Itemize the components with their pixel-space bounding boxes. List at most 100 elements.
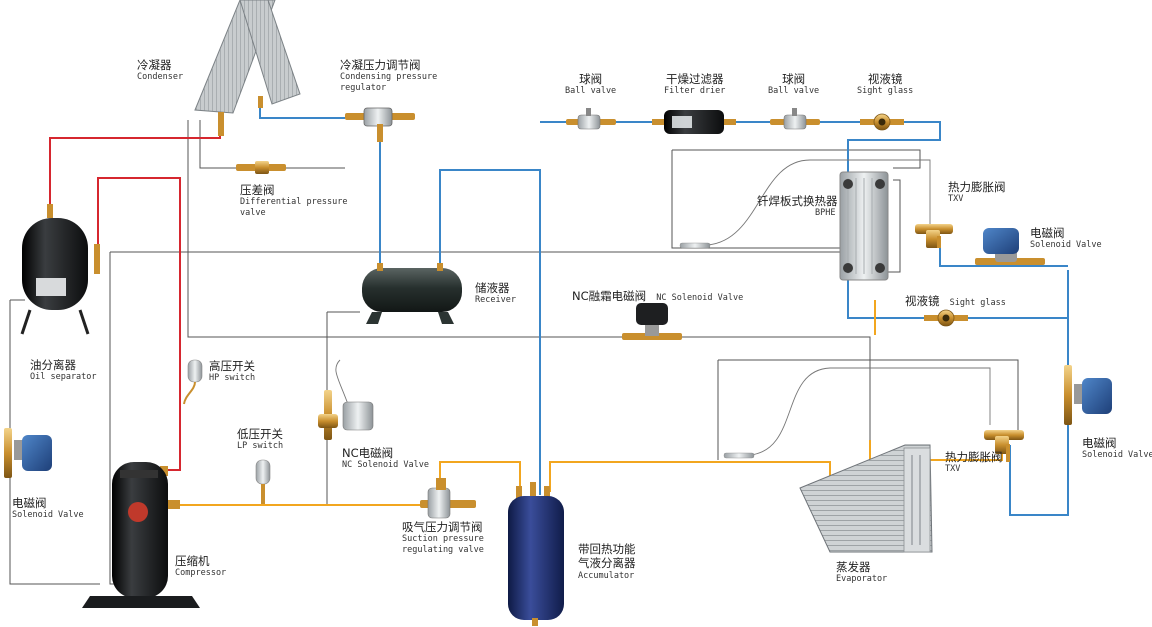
evaporator [799, 444, 933, 553]
bphe-label-en: BPHE [815, 208, 836, 219]
ball-valve-1-label: 球阀 Ball valve [565, 72, 616, 97]
suction-regulator-label-cn: 吸气压力调节阀 [402, 520, 483, 534]
compressor [82, 462, 200, 608]
brazed-plate-heat-exchanger [839, 171, 889, 281]
accumulator [508, 482, 564, 626]
sight-glass-2-label: 视液镜 Sight glass [905, 290, 1006, 310]
accumulator-label-cn2: 气液分离器 [578, 556, 636, 571]
receiver-label-cn: 储液器 [475, 281, 510, 295]
solenoid-valve-left [4, 428, 52, 478]
condensing-regulator-label: 冷凝压力调节阀 Condensing pressure regulator [340, 58, 437, 94]
receiver-label: 储液器 Receiver [475, 281, 516, 306]
compressor-label: 压缩机 Compressor [175, 554, 226, 579]
ball-valve-1 [566, 108, 616, 130]
condensing-pressure-regulator [345, 107, 415, 142]
ball-valve-2-label: 球阀 Ball valve [768, 72, 819, 97]
bphe-label: 钎焊板式换热器 BPHE [757, 194, 838, 219]
differential-valve-label-en1: Differential pressure [240, 197, 348, 208]
nc-defrost-label-en: NC Solenoid Valve [656, 293, 744, 303]
lp-switch-label-cn: 低压开关 [237, 427, 283, 441]
txv-2-label: 热力膨胀阀 TXV [945, 450, 1003, 475]
txv-1-label: 热力膨胀阀 TXV [948, 180, 1006, 205]
evaporator-label-en: Evaporator [836, 574, 888, 585]
ball-valve-1-label-cn: 球阀 [579, 72, 603, 86]
suction-regulator-label-en1: Suction pressure [402, 534, 484, 545]
lp-switch [255, 459, 271, 504]
evaporator-label-cn: 蒸发器 [836, 560, 871, 574]
hp-switch [183, 359, 203, 405]
accumulator-label: 带回热功能 气液分离器 Accumulator [578, 542, 636, 581]
lp-switch-label-en: LP switch [237, 441, 284, 452]
accumulator-label-cn1: 带回热功能 [578, 542, 636, 556]
sight-glass-1 [860, 113, 904, 131]
condenser-label-cn: 冷凝器 [137, 58, 172, 72]
sight-glass-2-label-cn: 视液镜 [905, 294, 940, 308]
sight-glass-1-label: 视液镜 Sight glass [857, 72, 913, 97]
hp-switch-label-cn: 高压开关 [209, 359, 255, 373]
solenoid-right-label: 电磁阀 Solenoid Valve [1082, 436, 1152, 461]
txv-2-label-cn: 热力膨胀阀 [945, 450, 1003, 464]
ball-valve-2-label-en: Ball valve [768, 86, 820, 97]
sight-glass-1-label-cn: 视液镜 [867, 72, 903, 86]
sight-glass-2-label-en: Sight glass [949, 298, 1006, 308]
oil-separator-label: 油分离器 Oil separator [30, 358, 97, 383]
txv-1 [915, 224, 953, 248]
receiver-label-en: Receiver [475, 295, 516, 306]
condensing-regulator-label-en2: regulator [340, 83, 387, 93]
nc-solenoid-label: NC电磁阀 NC Solenoid Valve [342, 446, 429, 471]
differential-pressure-valve [236, 161, 286, 174]
solenoid-valve-1 [975, 228, 1045, 265]
solenoid-1-label-en: Solenoid Valve [1030, 240, 1102, 251]
differential-valve-label-en2: valve [240, 208, 266, 218]
receiver [362, 263, 462, 324]
txv-2 [984, 430, 1024, 462]
txv-1-label-en: TXV [948, 194, 964, 205]
nc-defrost-solenoid-valve [622, 303, 682, 340]
oil-separator-label-en: Oil separator [30, 372, 97, 383]
differential-valve-label-cn: 压差阀 [240, 183, 275, 197]
hp-switch-label-en: HP switch [209, 373, 256, 384]
filter-drier-label-en: Filter drier [664, 86, 726, 97]
nc-solenoid-label-cn: NC电磁阀 [342, 446, 394, 460]
suction-regulator-label: 吸气压力调节阀 Suction pressure regulating valv… [402, 520, 484, 556]
bphe-label-cn: 钎焊板式换热器 [757, 194, 838, 208]
condensing-regulator-label-en1: Condensing pressure [340, 72, 438, 83]
nc-solenoid-valve [318, 390, 374, 440]
solenoid-right-label-cn: 电磁阀 [1082, 436, 1117, 450]
txv-1-label-cn: 热力膨胀阀 [948, 180, 1006, 194]
oil-separator [20, 204, 100, 335]
filter-drier-label-cn: 干燥过滤器 [665, 72, 724, 86]
solenoid-1-label: 电磁阀 Solenoid Valve [1030, 226, 1102, 251]
lp-switch-label: 低压开关 LP switch [237, 427, 283, 452]
sight-glass-1-label-en: Sight glass [857, 86, 914, 97]
solenoid-left-label-en: Solenoid Valve [12, 510, 84, 521]
oil-separator-label-cn: 油分离器 [30, 358, 76, 372]
solenoid-valve-right [1064, 365, 1112, 425]
condenser [194, 0, 301, 136]
filter-drier-label: 干燥过滤器 Filter drier [664, 72, 725, 97]
differential-valve-label: 压差阀 Differential pressure valve [240, 183, 347, 219]
condenser-label: 冷凝器 Condenser [137, 58, 183, 83]
nc-solenoid-label-en: NC Solenoid Valve [342, 460, 429, 471]
hp-switch-label: 高压开关 HP switch [209, 359, 255, 384]
txv-2-label-en: TXV [945, 464, 961, 475]
sight-glass-2 [924, 309, 968, 327]
condenser-label-en: Condenser [137, 72, 184, 83]
suction-pressure-regulating-valve [420, 478, 476, 519]
compressor-label-en: Compressor [175, 568, 227, 579]
solenoid-left-label-cn: 电磁阀 [12, 496, 47, 510]
ball-valve-1-label-en: Ball valve [565, 86, 617, 97]
nc-defrost-label-cn: NC融霜电磁阀 [572, 289, 647, 303]
condensing-regulator-label-cn: 冷凝压力调节阀 [340, 58, 421, 72]
accumulator-label-en: Accumulator [578, 570, 635, 581]
compressor-label-cn: 压缩机 [175, 554, 210, 568]
ball-valve-2-label-cn: 球阀 [782, 72, 806, 86]
solenoid-right-label-en: Solenoid Valve [1082, 450, 1152, 461]
suction-regulator-label-en2: regulating valve [402, 545, 484, 555]
solenoid-1-label-cn: 电磁阀 [1030, 226, 1065, 240]
filter-drier [652, 110, 736, 134]
evaporator-label: 蒸发器 Evaporator [836, 560, 887, 585]
ball-valve-2 [770, 108, 820, 130]
sensor-bulbs [679, 242, 755, 459]
